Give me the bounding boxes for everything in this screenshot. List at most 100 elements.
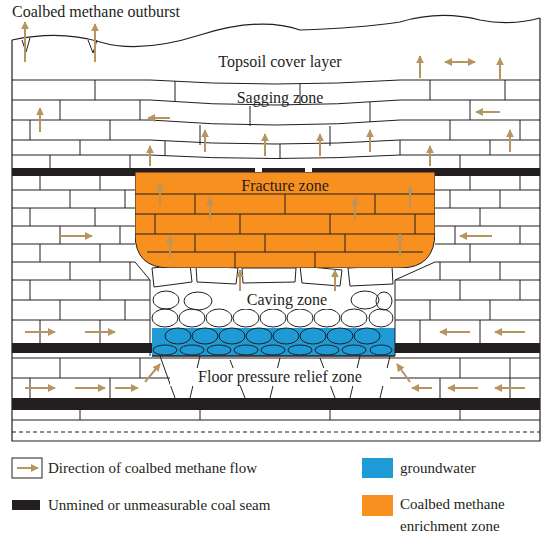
rubble-stone	[165, 328, 191, 344]
flow-arrow	[204, 130, 206, 152]
rubble-stone	[376, 292, 392, 310]
legend-flow-arrow	[17, 467, 38, 469]
flow-arrow	[319, 134, 321, 156]
rubble-stone	[207, 345, 231, 355]
rubble-stone	[261, 345, 285, 355]
flow-arrow	[448, 387, 478, 389]
flow-arrow	[115, 387, 138, 389]
rubble-stone	[153, 345, 177, 355]
legend-text: groundwater	[400, 457, 540, 479]
groundwater	[152, 328, 395, 356]
flow-arrow	[499, 58, 501, 80]
rubble-stone	[184, 292, 212, 310]
flow-arrow	[445, 61, 475, 63]
rubble-stone	[260, 309, 286, 327]
caving-edge	[135, 262, 435, 356]
legend-arrow-box	[12, 458, 42, 478]
flow-arrow	[429, 146, 431, 166]
flow-arrow	[159, 184, 161, 205]
rubble-stone	[327, 328, 353, 344]
rubble-stone	[234, 345, 258, 355]
legend-swatch	[12, 500, 40, 510]
flow-arrow	[148, 117, 170, 119]
flow-arrow	[440, 331, 470, 333]
frame	[12, 18, 540, 441]
rubble-stone	[219, 328, 245, 344]
flow-arrow	[145, 364, 160, 382]
legend-swatch	[362, 458, 393, 478]
rubble-stone	[179, 309, 205, 327]
rubble-stone	[351, 291, 379, 309]
legend-text: Unmined or unmeasurable coal seam	[48, 494, 348, 516]
goaf-floor	[152, 355, 395, 357]
surface-crack	[22, 38, 97, 53]
legend-swatch	[362, 495, 393, 516]
coal-seam	[12, 343, 152, 353]
coal-seam	[12, 398, 540, 410]
flow-arrow	[476, 111, 500, 113]
coal-seam	[395, 343, 540, 353]
flow-arrow	[149, 146, 151, 166]
rubble-stone	[300, 328, 326, 344]
flow-arrow	[397, 364, 410, 382]
flow-arrow	[509, 130, 511, 152]
flow-arrow	[39, 108, 41, 132]
flow-arrow	[60, 235, 92, 237]
flow-arrow	[354, 198, 356, 220]
rubble-stone	[180, 345, 204, 355]
dashed-boundary	[12, 432, 540, 433]
methane-flow-arrows	[17, 22, 525, 468]
rubble-stone	[206, 309, 232, 327]
rubble-stone	[246, 328, 272, 344]
flow-arrow	[419, 56, 421, 78]
flow-arrow	[399, 234, 401, 256]
rubble-stone	[314, 309, 340, 327]
rubble-stone	[288, 345, 312, 355]
flow-arrow	[85, 331, 115, 333]
flow-arrow	[412, 387, 432, 389]
rubble-stone	[153, 291, 179, 309]
rubble	[152, 291, 393, 355]
legend-text: Direction of coalbed methane flow	[48, 457, 348, 479]
zone-name: Sagging zone	[200, 89, 360, 107]
rubble-stone	[192, 328, 218, 344]
floor-cracks	[160, 356, 390, 398]
flow-arrow	[75, 387, 105, 389]
zone-name: Floor pressure relief zone	[170, 368, 390, 386]
flow-arrow	[239, 270, 241, 292]
flow-arrow	[460, 235, 492, 237]
rubble-stone	[233, 309, 259, 327]
zone-shape	[135, 172, 435, 268]
flow-arrow	[25, 387, 55, 389]
rubble-stone	[315, 345, 339, 355]
flow-arrow	[209, 198, 211, 220]
enrichment-zone: Fracture zone	[135, 172, 435, 268]
rubble-stone	[287, 309, 313, 327]
flow-arrow	[409, 186, 411, 208]
flow-arrow	[264, 134, 266, 156]
flow-arrow	[24, 22, 26, 62]
flow-arrow	[94, 24, 96, 62]
flow-arrow	[25, 331, 55, 333]
ground-surface	[12, 15, 540, 46]
flow-arrow	[495, 331, 525, 333]
rubble-stone	[342, 345, 366, 355]
strata-lines	[12, 80, 540, 420]
rubble-stone	[370, 345, 392, 355]
flow-arrow	[369, 130, 371, 152]
zone-label: Fracture zone	[135, 177, 435, 195]
flow-arrow	[334, 270, 336, 292]
flow-arrow	[169, 236, 171, 258]
rubble-stone	[354, 328, 380, 344]
rubble-stone	[341, 309, 367, 327]
legend-text: Coalbed methane enrichment zone	[400, 493, 525, 537]
strata-joints	[30, 80, 520, 420]
rubble-stone	[152, 309, 178, 327]
zone-name: Caving zone	[228, 291, 346, 309]
rubble-stone	[273, 328, 299, 344]
fractured-blocks	[135, 194, 435, 268]
flow-arrow	[495, 387, 525, 389]
zone-name: Coalbed methane outburst	[12, 3, 222, 21]
